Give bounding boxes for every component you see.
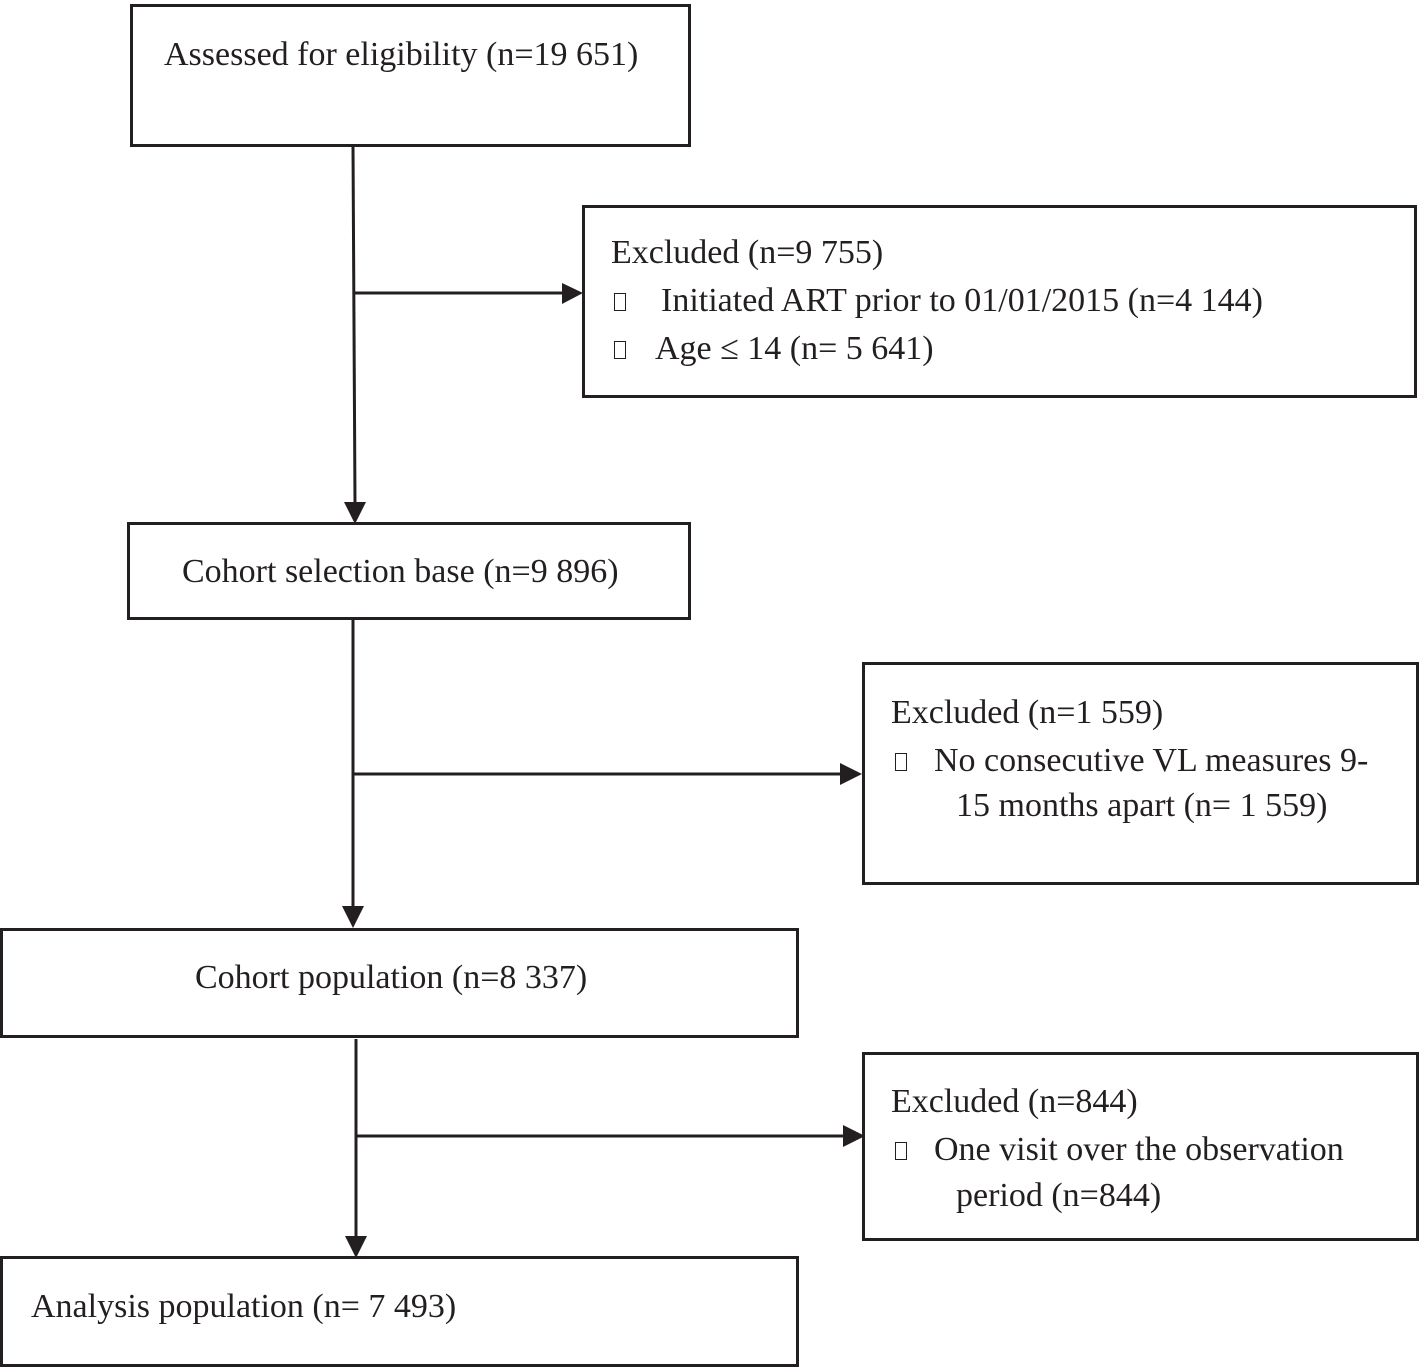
arrowhead-cohort-population [342,906,364,928]
cohort-population-title: Cohort population (n=8 337) [195,959,588,996]
arrowhead-excluded-2 [840,763,862,785]
bullet-icon [614,293,626,311]
bullet-icon [895,753,907,771]
cohort-population-box [0,928,799,1038]
bullet-icon [614,341,626,359]
cohort-selection-box [127,522,691,620]
excluded-3-title: Excluded (n=844) [891,1083,1138,1120]
analysis-population-box [0,1256,799,1367]
excluded-1-box [582,205,1417,398]
analysis-population-title: Analysis population (n= 7 493) [31,1288,457,1325]
arrow-assessed-to-cohort-selection [351,145,357,505]
excluded-2-title: Excluded (n=1 559) [891,694,1164,731]
excluded-1-item: Age ≤ 14 (n= 5 641) [655,330,934,367]
excluded-2-box [862,662,1419,885]
cohort-selection-title: Cohort selection base (n=9 896) [182,553,619,590]
excluded-2-item-line1: No consecutive VL measures 9- [934,742,1369,779]
excluded-3-box [862,1052,1419,1241]
arrowhead-analysis [345,1236,367,1258]
excluded-1-item: Initiated ART prior to 01/01/2015 (n=4 1… [661,282,1264,319]
bullet-icon [895,1142,907,1160]
assessed-box [130,4,691,147]
assessed-title: Assessed for eligibility (n=19 651) [164,36,639,73]
excluded-2-item-line2: 15 months apart (n= 1 559) [956,787,1328,824]
excluded-3-item-line2: period (n=844) [956,1177,1162,1214]
arrowhead-excluded-1 [562,283,583,304]
excluded-1-title: Excluded (n=9 755) [611,234,884,271]
arrowhead-excluded-3 [843,1125,865,1147]
arrowhead-cohort-selection [344,502,366,524]
excluded-3-item-line1: One visit over the observation [934,1131,1344,1168]
